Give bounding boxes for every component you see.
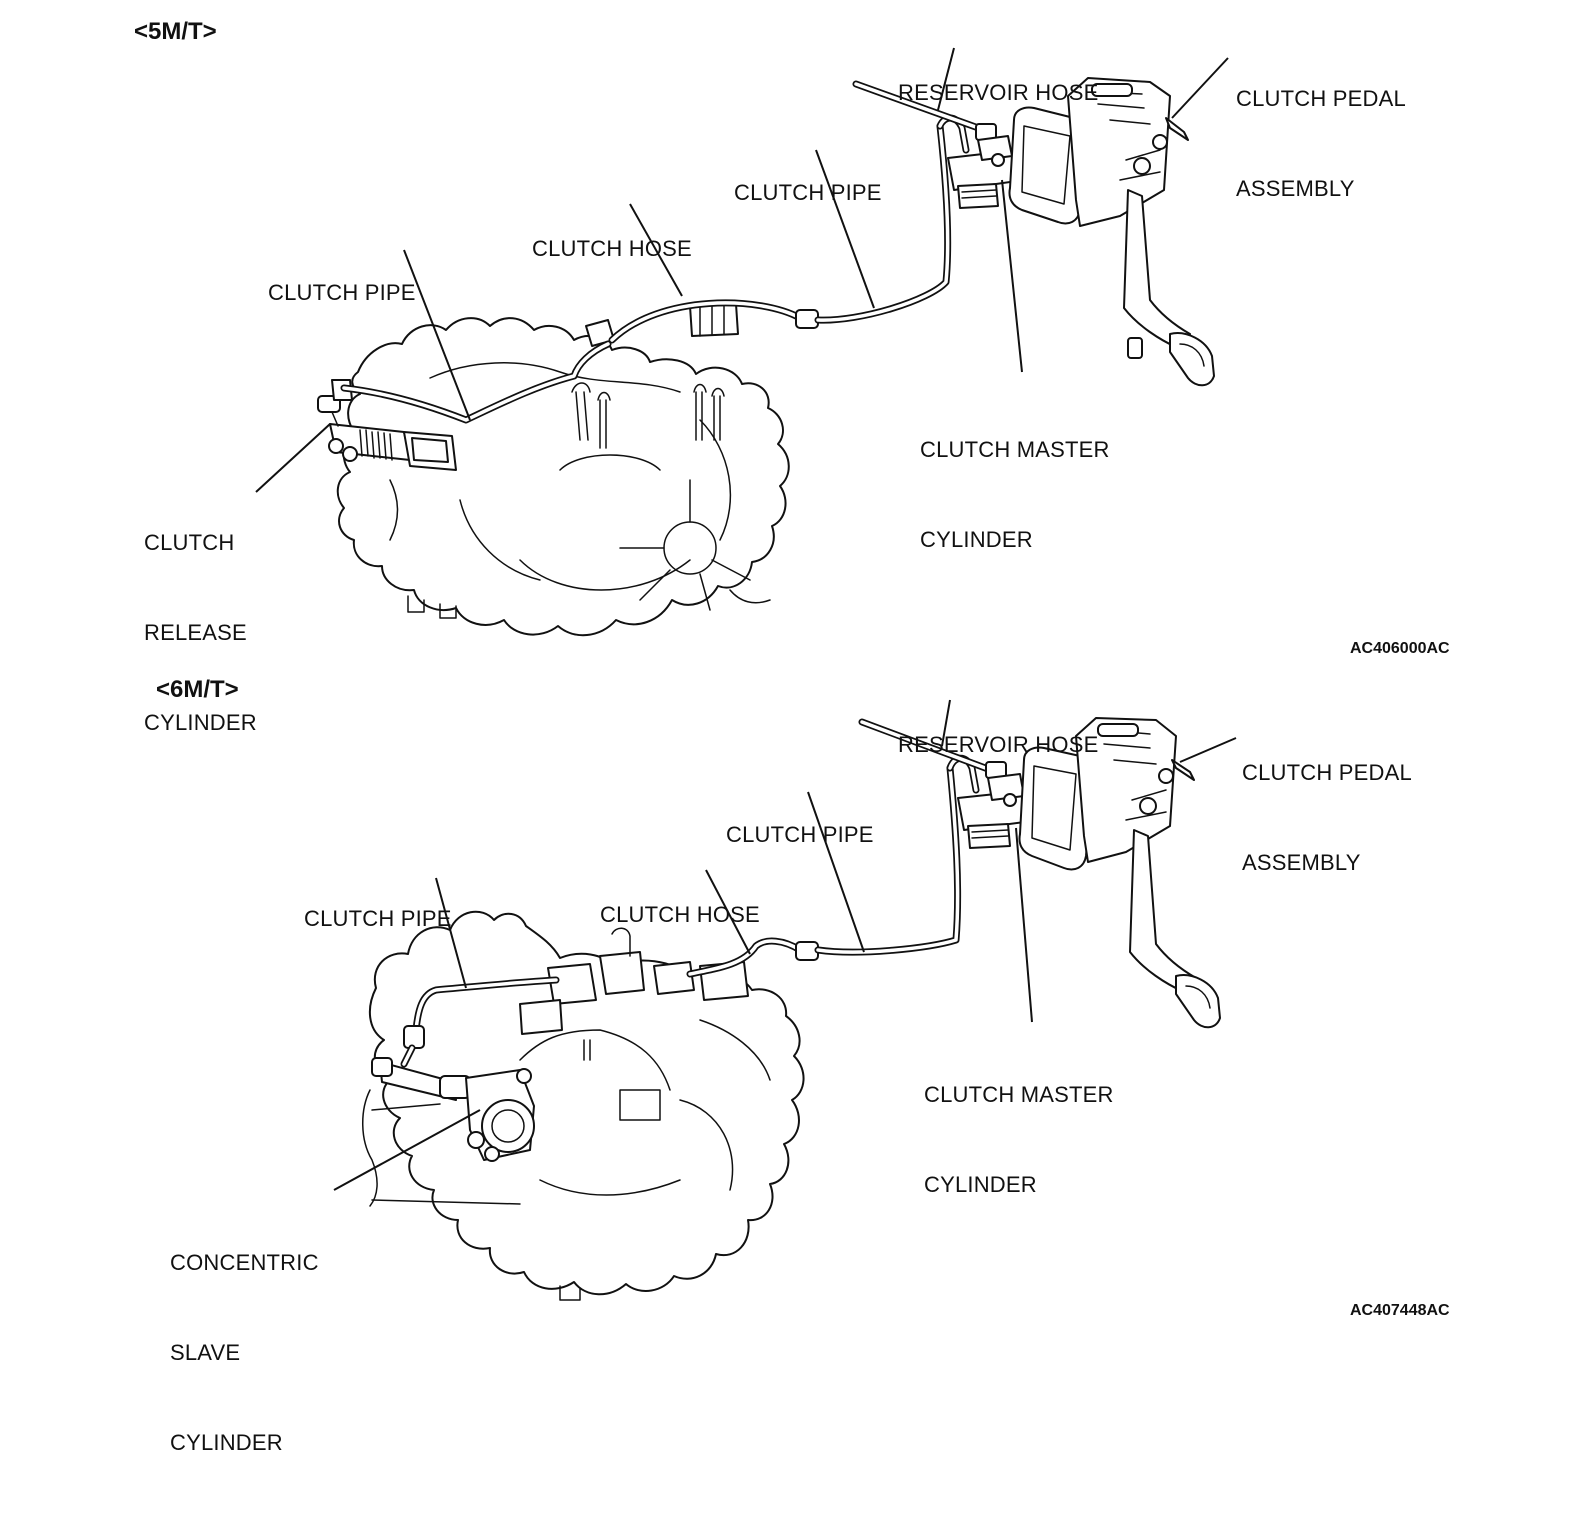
clutch-system-diagram: <5M/T> AC406000AC RESERVOIR HOSE CLUTCH … [134, 18, 1450, 1455]
label-clutch-pipe-lower-5mt: CLUTCH PIPE [268, 280, 416, 305]
label-clutch-pipe-upper-5mt: CLUTCH PIPE [734, 180, 882, 205]
panel-5mt-artwork [317, 77, 1215, 637]
label-clutch-pedal-assembly-6mt: CLUTCH PEDAL ASSEMBLY [1242, 760, 1412, 875]
clutch-pedal-assembly-6mt-artwork [1018, 717, 1221, 1029]
concentric-slave-cylinder-6mt-artwork [371, 1057, 535, 1162]
label-clutch-pipe-lower-6mt: CLUTCH PIPE [304, 906, 452, 931]
leader-lines-5mt [255, 47, 1229, 493]
label-clutch-pipe-upper-6mt: CLUTCH PIPE [726, 822, 874, 847]
clutch-release-cylinder-5mt-artwork [317, 379, 457, 471]
label-clutch-master-cylinder-5mt: CLUTCH MASTER CYLINDER [920, 437, 1110, 552]
hydraulic-line-6mt [400, 754, 980, 1068]
label-clutch-pedal-assembly-5mt: CLUTCH PEDAL ASSEMBLY [1236, 86, 1406, 201]
label-clutch-hose-5mt: CLUTCH HOSE [532, 236, 692, 261]
hydraulic-line-5mt [340, 114, 970, 424]
label-reservoir-hose-5mt: RESERVOIR HOSE [898, 80, 1099, 105]
label-clutch-master-cylinder-6mt: CLUTCH MASTER CYLINDER [924, 1082, 1114, 1197]
label-clutch-release-cylinder-5mt: CLUTCH RELEASE CYLINDER [144, 530, 257, 735]
panel-6mt-header: <6M/T> [156, 676, 239, 703]
diagram-artwork [255, 47, 1237, 1301]
label-clutch-hose-6mt: CLUTCH HOSE [600, 902, 760, 927]
panel-5mt-header: <5M/T> [134, 18, 217, 45]
clutch-master-cylinder-5mt-artwork [947, 123, 1025, 209]
panel-6mt-artwork [362, 717, 1221, 1301]
label-concentric-slave-cylinder-6mt: CONCENTRIC SLAVE CYLINDER [170, 1250, 319, 1455]
panel-6mt-figure-code: AC407448AC [1350, 1302, 1450, 1319]
panel-5mt-figure-code: AC406000AC [1350, 640, 1450, 657]
leader-lines-6mt [333, 699, 1237, 1191]
clutch-pedal-assembly-5mt-artwork [1008, 77, 1215, 387]
label-reservoir-hose-6mt: RESERVOIR HOSE [898, 732, 1099, 757]
